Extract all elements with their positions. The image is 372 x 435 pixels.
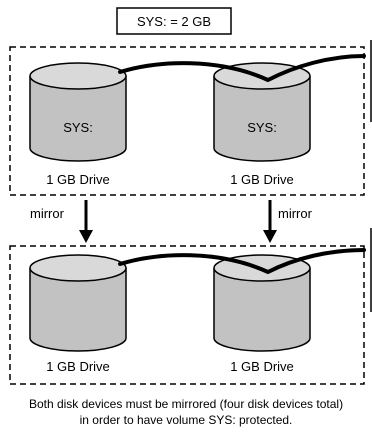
bottom-left-drive-caption: 1 GB Drive [46,359,110,374]
top-cable [118,54,366,82]
top-drive-group: SYS: 1 GB Drive SYS: 1 GB Drive [9,40,372,196]
bottom-right-drive: 1 GB Drive [213,254,311,374]
top-group-border [9,46,365,196]
top-right-drive-caption: 1 GB Drive [230,172,294,187]
mirror-arrow-right: mirror [263,200,313,243]
top-left-drive-caption: 1 GB Drive [46,172,110,187]
mirror-label-left: mirror [30,206,65,221]
mirror-label-right: mirror [278,206,313,221]
bottom-left-drive: 1 GB Drive [29,254,127,374]
mirror-arrow-left: mirror [30,200,93,243]
footer-caption-line1: Both disk devices must be mirrored (four… [29,397,343,411]
bottom-right-drive-caption: 1 GB Drive [230,359,294,374]
top-left-drive-volume: SYS: [63,120,93,135]
top-right-drive: SYS: 1 GB Drive [213,62,311,187]
bottom-cable [118,248,366,274]
volume-size-label: SYS: = 2 GB [116,7,232,35]
bottom-drive-group: 1 GB Drive 1 GB Drive [9,228,372,385]
bottom-group-border [9,245,365,385]
top-left-drive: SYS: 1 GB Drive [29,62,127,187]
footer-caption-line2: in order to have volume SYS: protected. [80,413,293,427]
volume-size-text: SYS: = 2 GB [137,14,211,29]
top-right-drive-volume: SYS: [247,120,277,135]
